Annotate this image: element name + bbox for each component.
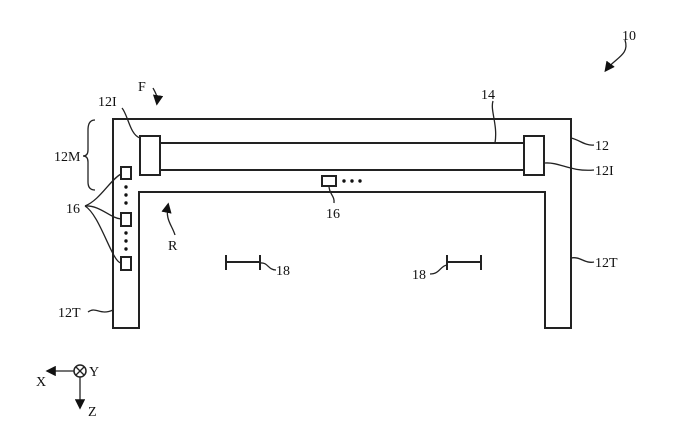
label-front: F xyxy=(138,80,146,95)
label-sensors-middle: 16 xyxy=(326,207,340,222)
label-leg-left: 12T xyxy=(58,306,81,321)
sensor-dots-left xyxy=(124,185,128,251)
sensor-left-1 xyxy=(120,166,132,180)
sensor-left-2 xyxy=(120,212,132,227)
label-rear: R xyxy=(168,239,178,254)
sensor-dots-middle xyxy=(342,179,362,183)
axes-indicator: X Y Z xyxy=(36,364,99,420)
interface-block-right xyxy=(523,135,545,176)
frame-outline xyxy=(112,118,572,329)
label-interface-left: 12I xyxy=(98,95,117,110)
sensor-middle xyxy=(321,175,337,187)
interface-block-left xyxy=(139,135,161,176)
label-scale-left: 18 xyxy=(276,264,290,279)
scale-bar-left xyxy=(225,255,261,270)
sensor-left-3 xyxy=(120,256,132,271)
label-interface-right: 12I xyxy=(595,164,614,179)
label-frame: 12 xyxy=(595,139,609,154)
label-leg-right: 12T xyxy=(595,256,618,271)
label-middle: 12M xyxy=(54,150,81,165)
label-scale-right: 18 xyxy=(412,268,426,283)
label-device: 10 xyxy=(622,29,636,44)
axis-z-label: Z xyxy=(88,405,97,420)
label-sensors-left: 16 xyxy=(66,202,80,217)
leader-lines xyxy=(82,39,627,313)
label-beam: 14 xyxy=(481,88,495,103)
axis-x-label: X xyxy=(36,375,46,390)
scale-bar-right xyxy=(446,255,482,270)
axis-y-label: Y xyxy=(89,365,99,380)
